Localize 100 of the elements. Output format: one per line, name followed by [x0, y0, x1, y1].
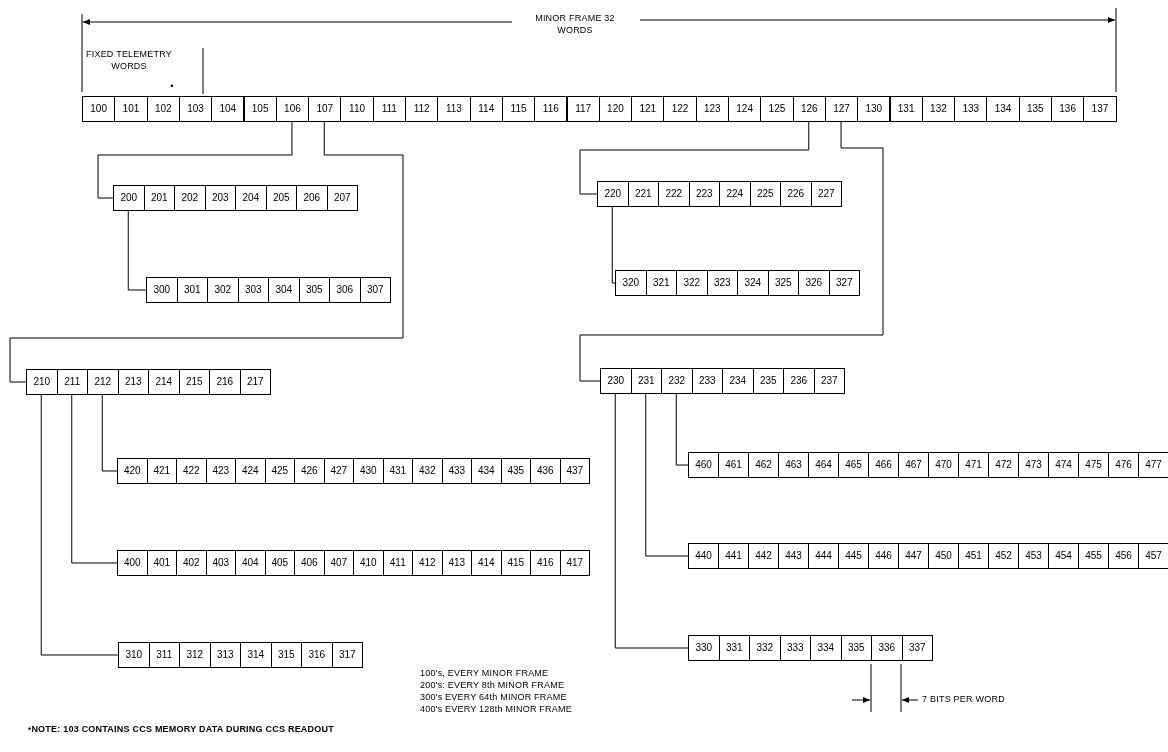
- word-cell: 474: [1048, 452, 1079, 478]
- word-cell: 457: [1138, 543, 1168, 569]
- word-cell: 416: [530, 550, 561, 576]
- word-cell: 234: [722, 368, 754, 394]
- word-cell: 211: [56, 369, 88, 395]
- word-cell: 301: [176, 277, 208, 303]
- word-cell: 305: [298, 277, 330, 303]
- word-cell: 306: [329, 277, 361, 303]
- word-cell: 420: [117, 458, 148, 484]
- word-cell: 314: [240, 642, 272, 668]
- word-cell: 215: [178, 369, 210, 395]
- word-cell: 102: [146, 96, 180, 122]
- word-cell: 120: [598, 96, 633, 122]
- word-cell: 476: [1108, 452, 1139, 478]
- word-cell: 121: [631, 96, 665, 122]
- word-cell: 227: [810, 181, 842, 207]
- word-cell: 336: [871, 635, 903, 661]
- word-cell: 203: [204, 185, 236, 211]
- word-cell: 442: [748, 543, 779, 569]
- word-cell: 320: [615, 270, 647, 296]
- word-cell: 132: [921, 96, 956, 122]
- word-cell: 316: [301, 642, 333, 668]
- connector-line: [614, 393, 689, 649]
- word-cell: 310: [118, 642, 150, 668]
- word-cell: 223: [688, 181, 720, 207]
- word-cell: 237: [813, 368, 845, 394]
- word-cell: 327: [828, 270, 860, 296]
- word-cell: 337: [901, 635, 933, 661]
- word-cell: 334: [810, 635, 842, 661]
- word-cell: 226: [780, 181, 812, 207]
- word-cell: 300: [146, 277, 178, 303]
- word-cell: 221: [627, 181, 659, 207]
- word-cell: 315: [270, 642, 302, 668]
- word-cell: 236: [783, 368, 815, 394]
- connector-line: [127, 210, 147, 291]
- word-cell: 302: [207, 277, 239, 303]
- word-cell: 335: [840, 635, 872, 661]
- word-cell: 111: [372, 96, 406, 122]
- word-cell: 105: [243, 96, 277, 122]
- word-cell: 103: [178, 96, 213, 122]
- word-cell: 331: [718, 635, 750, 661]
- word-cell: 417: [559, 550, 590, 576]
- word-cell: 422: [176, 458, 207, 484]
- word-cell: 232: [661, 368, 693, 394]
- word-cell: 206: [296, 185, 328, 211]
- word-cell: 467: [898, 452, 929, 478]
- word-cell: 321: [645, 270, 677, 296]
- connector-line: [675, 393, 689, 466]
- word-cell: 122: [663, 96, 697, 122]
- connector-line: [9, 121, 404, 383]
- word-cell: 436: [530, 458, 561, 484]
- word-cell: 445: [838, 543, 869, 569]
- bracket-label: FIXED TELEMETRY WORDS: [84, 48, 174, 72]
- word-cell: 317: [331, 642, 363, 668]
- word-cell: 444: [808, 543, 839, 569]
- word-cell: 441: [718, 543, 749, 569]
- word-cell: 204: [235, 185, 267, 211]
- word-cell: 461: [718, 452, 749, 478]
- word-cell: 201: [143, 185, 175, 211]
- word-cell: 303: [237, 277, 269, 303]
- word-cell: 127: [824, 96, 859, 122]
- word-cell: 447: [898, 543, 929, 569]
- word-cell: 472: [988, 452, 1019, 478]
- word-cell: 454: [1048, 543, 1079, 569]
- word-cell: 135: [1018, 96, 1052, 122]
- connector-line: [579, 121, 884, 382]
- word-cell: 224: [719, 181, 751, 207]
- word-cell: 110: [340, 96, 374, 122]
- word-cell: 414: [471, 550, 502, 576]
- word-cell: 437: [559, 458, 590, 484]
- connector-line: [579, 121, 810, 195]
- word-cell: 434: [471, 458, 502, 484]
- word-cell: 451: [958, 543, 989, 569]
- word-cell: 106: [275, 96, 310, 122]
- word-cell: 311: [148, 642, 180, 668]
- word-cell: 406: [294, 550, 325, 576]
- word-cell: 210: [26, 369, 58, 395]
- word-cell: 312: [179, 642, 211, 668]
- word-cell: 133: [954, 96, 988, 122]
- word-cell: 134: [986, 96, 1020, 122]
- word-cell: 456: [1108, 543, 1139, 569]
- word-cell: 462: [748, 452, 779, 478]
- word-cell: 214: [148, 369, 180, 395]
- word-cell: 116: [534, 96, 568, 122]
- word-cell: 473: [1018, 452, 1049, 478]
- word-cell: 235: [752, 368, 784, 394]
- connector-line: [645, 393, 689, 557]
- word-cell: 112: [405, 96, 439, 122]
- word-cell: 400: [117, 550, 148, 576]
- word-cell: 322: [676, 270, 708, 296]
- word-cell: 332: [749, 635, 781, 661]
- word-cell: 217: [239, 369, 271, 395]
- word-cell: 207: [326, 185, 358, 211]
- word-cell: 202: [174, 185, 206, 211]
- word-cell: 440: [688, 543, 719, 569]
- word-cell: 324: [737, 270, 769, 296]
- word-cell: 131: [889, 96, 923, 122]
- word-cell: 426: [294, 458, 325, 484]
- word-cell: 125: [760, 96, 794, 122]
- word-cell: 463: [778, 452, 809, 478]
